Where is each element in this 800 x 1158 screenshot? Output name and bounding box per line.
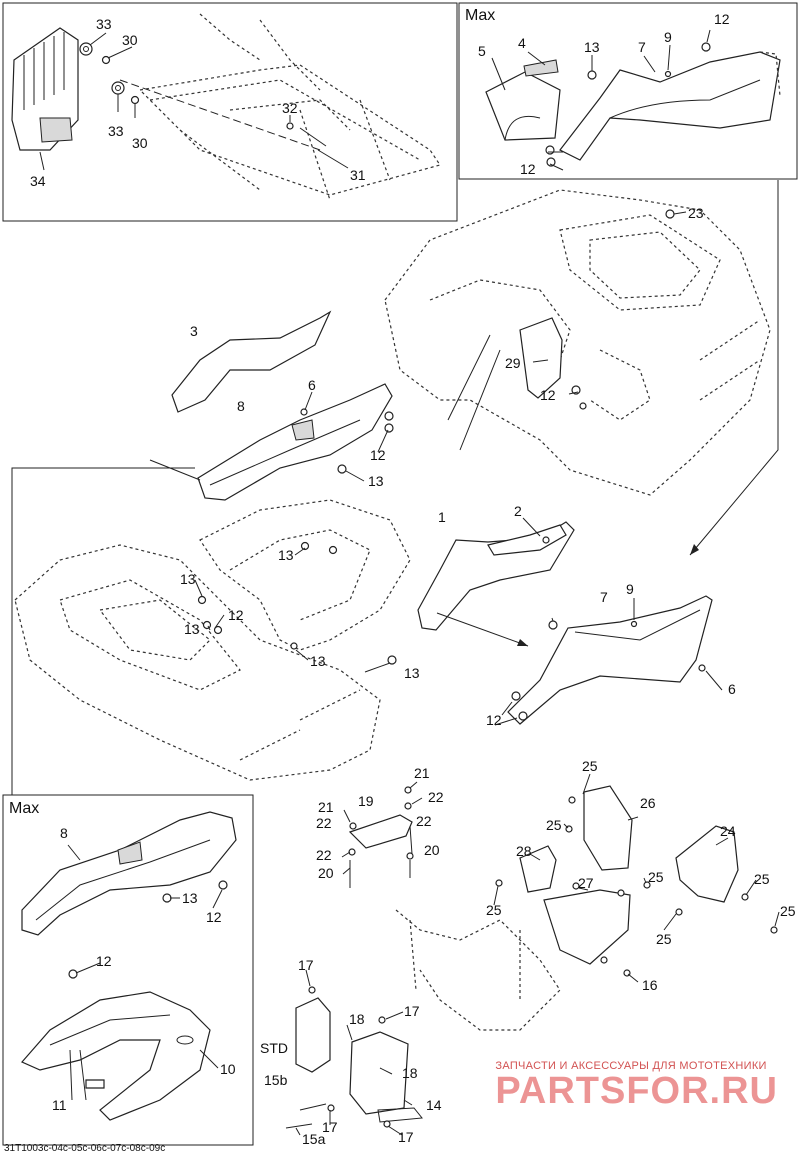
callout-label: 13 [368, 473, 384, 489]
callout-label: 33 [108, 123, 124, 139]
callout-label: 10 [220, 1061, 236, 1077]
watermark-tagline: ЗАПЧАСТИ И АКСЕССУАРЫ ДЛЯ МОТОТЕХНИКИ [495, 1060, 767, 1072]
callout-label: 23 [688, 205, 704, 221]
callout-label: 25 [582, 758, 598, 774]
callout-labels: 33 30 33 30 32 31 34 12 5 4 13 7 9 12 23… [30, 11, 796, 1147]
callout-label: 2 [514, 503, 522, 519]
callout-label: 32 [282, 100, 298, 116]
callout-label: 4 [518, 35, 526, 51]
callout-label: 8 [237, 398, 245, 414]
callout-label: 5 [478, 43, 486, 59]
lower-assembly-drawing [285, 785, 778, 1129]
callout-label: 17 [398, 1129, 414, 1145]
callout-label: 3 [190, 323, 198, 339]
callout-label: 22 [316, 847, 332, 863]
max-bottom-parts-drawing [21, 811, 237, 1121]
callout-label: 16 [642, 977, 658, 993]
callout-label: 11 [52, 1097, 67, 1113]
callout-label: 17 [298, 957, 314, 973]
max-top-parts-drawing [485, 42, 781, 167]
callout-label: 1 [438, 509, 446, 525]
callout-label: 14 [426, 1097, 442, 1113]
callout-label: 12 [714, 11, 730, 27]
frame-bottom-left [2, 794, 254, 1146]
callout-label: 21 [318, 799, 334, 815]
callout-label: 20 [318, 865, 334, 881]
callout-label: 15b [264, 1072, 288, 1088]
callout-label: 17 [322, 1119, 338, 1135]
callout-label: 25 [656, 931, 672, 947]
callout-label: 12 [520, 161, 536, 177]
callout-label: 22 [416, 813, 432, 829]
callout-label: 31 [350, 167, 366, 183]
parts-3-8-drawing [171, 310, 394, 501]
callout-label: 7 [600, 589, 608, 605]
callout-label: 13 [310, 653, 326, 669]
callout-label: 25 [780, 903, 796, 919]
callout-label: 25 [546, 817, 562, 833]
callout-label: 7 [638, 39, 646, 55]
arrow-head [690, 544, 699, 555]
callout-leaders [39, 29, 780, 1136]
callout-label: 13 [584, 39, 600, 55]
callout-label: 13 [404, 665, 420, 681]
part-34-drawing [11, 27, 79, 151]
frame-title: Max [9, 800, 39, 817]
rear-body-drawing [384, 189, 771, 496]
callout-label: 30 [122, 32, 138, 48]
callout-label: 13 [180, 571, 196, 587]
callout-label: 17 [404, 1003, 420, 1019]
callout-label: 12 [206, 909, 222, 925]
part-reference: 31T1003c-04c-05c-06c-07c-08c-09c [4, 1143, 166, 1154]
callout-label: 19 [358, 793, 374, 809]
callout-label: 12 [486, 712, 502, 728]
frame-title: Max [465, 7, 495, 24]
fasteners-top-left [79, 42, 327, 147]
front-body-drawing [14, 499, 411, 781]
callout-label: 13 [278, 547, 294, 563]
rack-frame-drawing [119, 13, 441, 201]
callout-label: 13 [184, 621, 200, 637]
callout-label: 24 [720, 823, 736, 839]
leader-arrow [689, 180, 779, 556]
frame-top-right [458, 2, 798, 180]
callout-label: 22 [316, 815, 332, 831]
callout-label: 29 [505, 355, 521, 371]
callout-label: 25 [754, 871, 770, 887]
watermark: ЗАПЧАСТИ И АКСЕССУАРЫ ДЛЯ МОТОТЕХНИКИ PA… [495, 1060, 778, 1110]
leader-line [11, 467, 195, 795]
parts-1-2-7-drawing [417, 521, 713, 725]
callout-label: 27 [578, 875, 594, 891]
callout-label: 26 [640, 795, 656, 811]
callout-label: 30 [132, 135, 148, 151]
callout-label: 25 [648, 869, 664, 885]
callout-label: 9 [626, 581, 634, 597]
callout-label: 12 [540, 387, 556, 403]
callout-label: 33 [96, 16, 112, 32]
watermark-logo: PARTSFOR.RU [495, 1070, 778, 1112]
callout-label: 22 [428, 789, 444, 805]
callout-label: 18 [402, 1065, 418, 1081]
callout-label: 12 [96, 953, 112, 969]
leader-arrow [436, 612, 529, 647]
callout-label: 13 [182, 890, 198, 906]
callout-label: 15a [302, 1131, 326, 1147]
callout-label: 20 [424, 842, 440, 858]
callout-label: 6 [728, 681, 736, 697]
callout-label: 28 [516, 843, 532, 859]
leader-line [149, 459, 201, 481]
callout-label: 12 [228, 607, 244, 623]
callout-label: 34 [30, 173, 46, 189]
arrow-head [517, 639, 528, 646]
callout-label: 12 [370, 447, 386, 463]
callout-label: 18 [349, 1011, 365, 1027]
callout-label: 8 [60, 825, 68, 841]
callout-label: STD [260, 1040, 288, 1056]
callout-label: 6 [308, 377, 316, 393]
callout-label: 9 [664, 29, 672, 45]
callout-label: 25 [486, 902, 502, 918]
callout-label: 21 [414, 765, 430, 781]
frame-top-left [2, 2, 458, 222]
